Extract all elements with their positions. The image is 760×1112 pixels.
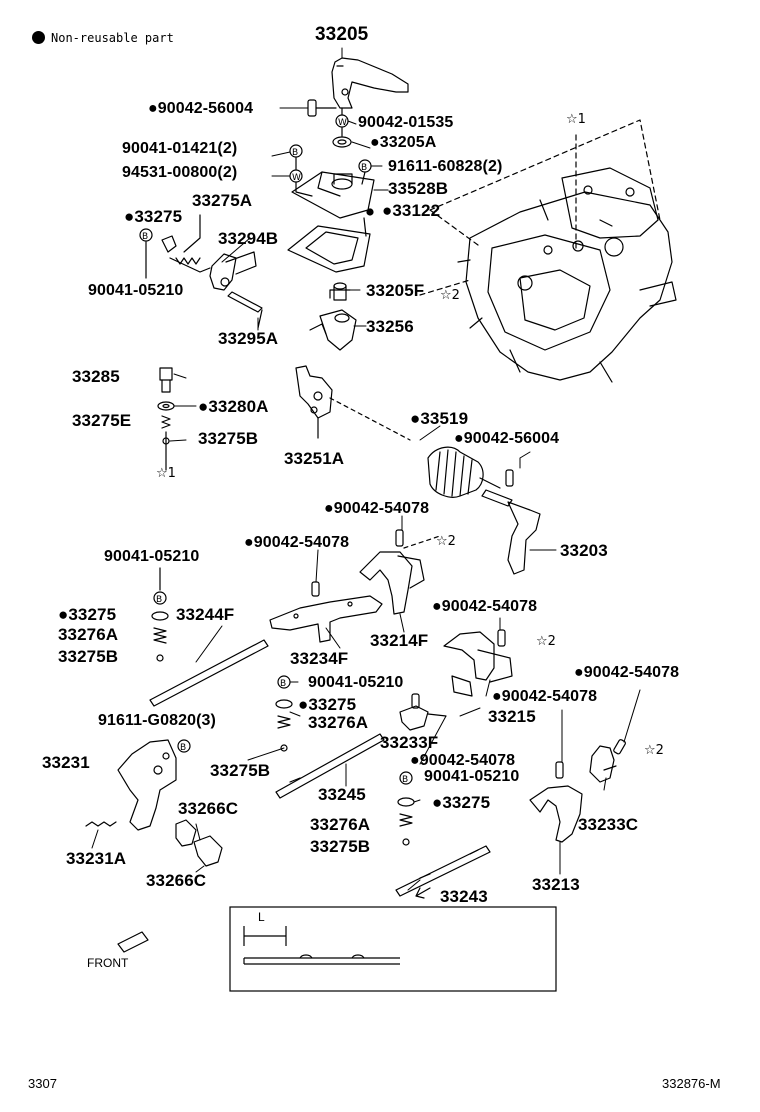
part-label[interactable]: 90041-05210 [88,282,184,299]
part-label[interactable]: 33243 [440,887,488,906]
selector-bracket [117,739,177,831]
part-label[interactable]: ●33275 [298,695,357,714]
part-label[interactable]: ●33205A [370,134,437,151]
footer-right-code: 332876-M [662,1076,721,1091]
shift-cover-gasket [287,225,371,273]
part-label[interactable]: 33295A [218,329,279,348]
legend: Non-reusable part [32,31,174,45]
svg-text:B: B [280,679,286,689]
part-label[interactable]: 33251A [284,449,345,468]
part-label[interactable]: ●33275 [432,793,491,812]
part-label[interactable]: 33214F [370,631,429,650]
part-label[interactable]: 91611-G0820(3) [98,712,216,729]
part-label[interactable]: 33275B [198,429,259,448]
part-label[interactable]: 33245 [318,785,366,804]
svg-text:B: B [361,163,367,173]
part-label[interactable]: 90041-05210 [104,548,200,565]
part-label[interactable]: 94531-00800(2) [122,164,238,181]
star-marker-2: ☆2 [440,288,460,303]
part-label[interactable]: 33276A [308,713,369,732]
part-label[interactable]: ●33275 [58,605,117,624]
fork-shaft-33243 [395,845,491,897]
part-label[interactable]: 33244F [176,605,235,624]
part-label[interactable]: 90041-05210 [308,674,404,691]
part-label[interactable]: 91611-60828(2) [388,158,503,175]
part-label[interactable]: 33275B [210,761,271,780]
front-label: FRONT [87,956,129,970]
part-label[interactable]: ●90042-54078 [410,752,516,769]
part-label[interactable]: ●90042-54078 [432,598,538,615]
svg-text:B: B [292,148,298,158]
part-label[interactable]: ●90042-54078 [324,500,430,517]
shift-lever-head [331,57,409,109]
part-label[interactable]: ●90042-54078 [244,534,350,551]
part-label[interactable]: 33233F [380,733,439,752]
part-label[interactable]: ●90042-56004 [148,100,254,117]
svg-text:B: B [180,743,186,753]
part-label[interactable]: 33266C [178,799,239,818]
legend-text: Non-reusable part [51,31,174,45]
inset-box [229,906,557,992]
part-label[interactable]: 33205 [315,24,369,45]
part-label[interactable]: 90042-01535 [358,114,454,131]
part-label[interactable]: ●33519 [410,409,469,428]
star-marker-1: ☆1 [156,466,176,481]
transmission-case [419,119,677,383]
part-label[interactable]: ●33122 [382,201,441,220]
part-label[interactable]: 33276A [58,625,119,644]
part-label[interactable]: 33276A [310,815,371,834]
part-label[interactable]: 33205F [366,281,425,300]
fork-shaft-33245 [275,733,385,799]
part-label[interactable]: 33294B [218,229,279,248]
shift-fork-33213 [529,785,583,843]
part-label[interactable]: 90041-01421(2) [122,140,238,157]
footer-left-code: 3307 [28,1076,57,1091]
part-label[interactable]: 33215 [488,707,536,726]
star-marker-2: ☆2 [436,534,456,549]
svg-text:W: W [292,173,301,183]
svg-text:B: B [402,775,408,785]
inset-length-label: L [258,910,265,924]
shift-cover-plate [291,171,375,219]
part-label[interactable]: 33256 [366,317,414,336]
part-label[interactable]: ●90042-54078 [574,664,680,681]
fork-shaft-33244F [149,639,269,707]
part-label[interactable]: 33266C [146,871,207,890]
part-label[interactable]: ●33280A [198,397,269,416]
part-label[interactable]: 33213 [532,875,580,894]
part-label[interactable]: 33275B [58,647,119,666]
part-label[interactable]: ●90042-56004 [454,430,560,447]
part-label[interactable]: 33275B [310,837,371,856]
shift-lever-bracket [295,365,333,419]
star-marker-2: ☆2 [536,634,556,649]
part-label[interactable]: 33285 [72,367,120,386]
part-label[interactable]: 90041-05210 [424,768,520,785]
shift-fork-33214F [359,551,413,615]
non-reusable-dot-icon [32,31,45,44]
part-label[interactable]: 33233C [578,815,639,834]
part-label[interactable]: 33203 [560,541,608,560]
part-label[interactable]: 33528B [388,179,449,198]
part-label[interactable]: ●33275 [124,207,183,226]
svg-text:B: B [156,595,162,605]
part-label[interactable]: 33275A [192,191,253,210]
part-label[interactable]: 33231A [66,849,127,868]
part-label[interactable]: 33231 [42,753,90,772]
part-label[interactable]: 33275E [72,411,132,430]
part-label[interactable]: 33234F [290,649,349,668]
part-label[interactable]: ●90042-54078 [492,688,598,705]
star-marker-1: ☆1 [566,112,586,127]
star-marker-2: ☆2 [644,743,664,758]
svg-text:W: W [338,118,347,128]
svg-text:B: B [142,232,148,242]
